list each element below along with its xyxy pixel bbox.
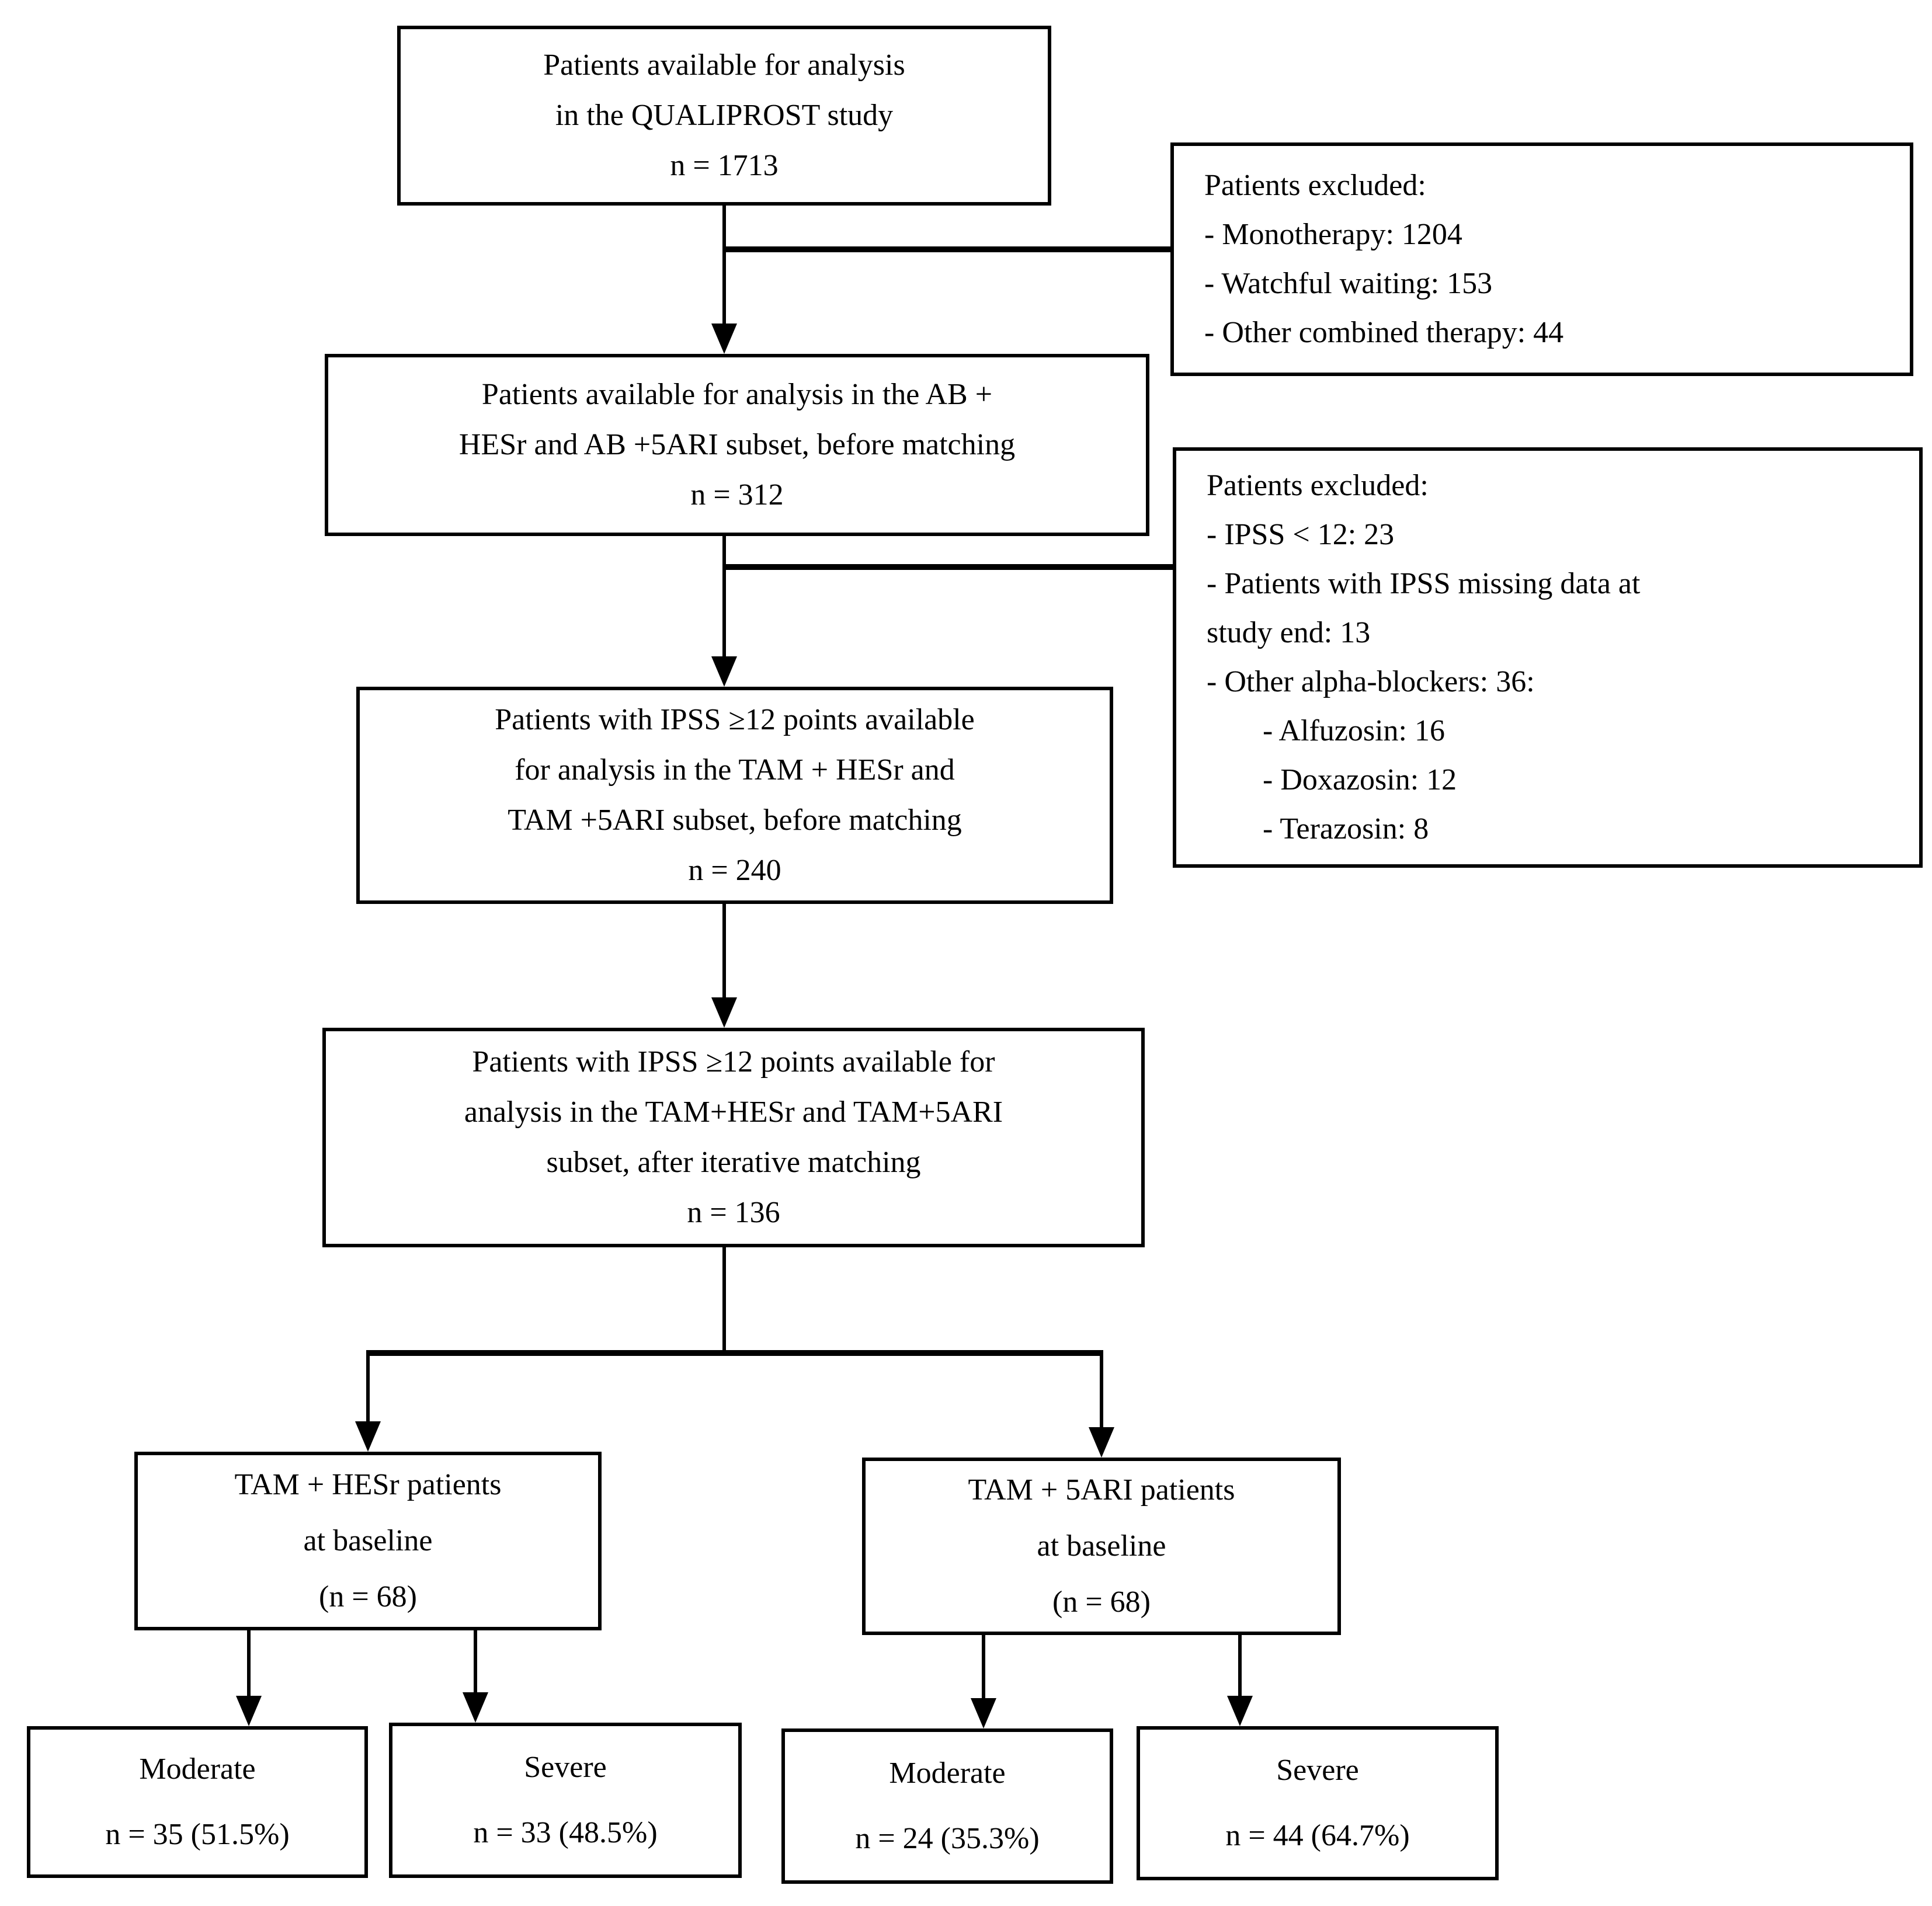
box-tam-5ari-baseline: TAM + 5ARI patients at baseline (n = 68) <box>862 1458 1341 1635</box>
text-line: Moderate <box>139 1752 256 1786</box>
text-line: TAM + HESr patients <box>234 1468 502 1501</box>
arrowhead-icon <box>711 324 737 354</box>
text-line: Patients excluded: <box>1204 169 1426 202</box>
connector-line <box>247 1630 251 1696</box>
connector-line <box>1100 1350 1103 1430</box>
box-tam-hesr-baseline: TAM + HESr patients at baseline (n = 68) <box>134 1452 602 1630</box>
text-line: TAM + 5ARI patients <box>968 1473 1235 1507</box>
text-line: Patients with IPSS ≥12 points available … <box>472 1045 995 1079</box>
text-line: subset, after iterative matching <box>546 1146 921 1179</box>
text-line: HESr and AB +5ARI subset, before matchin… <box>458 428 1016 461</box>
text-line: Patients with IPSS ≥12 points available <box>495 703 975 736</box>
arrowhead-icon <box>236 1696 262 1726</box>
connector-line <box>722 904 726 997</box>
text-line: n = 312 <box>690 478 784 512</box>
text-line: (n = 68) <box>319 1580 417 1613</box>
arrowhead-icon <box>971 1698 996 1728</box>
connector-elbow-to-exclusion-1 <box>724 246 1170 252</box>
box-qualiprost-total: Patients available for analysis in the Q… <box>397 26 1051 206</box>
box-hesr-moderate: Moderate n = 35 (51.5%) <box>27 1726 368 1878</box>
connector-elbow-to-exclusion-2 <box>724 564 1173 570</box>
text-line: Severe <box>524 1751 607 1784</box>
connector-line <box>474 1630 477 1692</box>
text-line: n = 240 <box>688 854 781 887</box>
box-tam-subset-before-matching: Patients with IPSS ≥12 points available … <box>356 687 1113 904</box>
connector-line <box>366 1350 370 1424</box>
arrowhead-icon <box>711 656 737 687</box>
text-line: at baseline <box>1037 1529 1166 1563</box>
text-line: - Other alpha-blockers: 36: <box>1207 665 1535 698</box>
text-line: n = 44 (64.7%) <box>1225 1819 1410 1852</box>
arrowhead-icon <box>355 1421 381 1452</box>
connector-line <box>1238 1635 1242 1696</box>
text-line: (n = 68) <box>1052 1585 1151 1619</box>
text-line: - Watchful waiting: 153 <box>1204 267 1493 300</box>
box-5ari-moderate: Moderate n = 24 (35.3%) <box>781 1728 1113 1884</box>
text-line: study end: 13 <box>1207 616 1371 649</box>
text-line: - Terazosin: 8 <box>1263 812 1429 846</box>
text-line: Patients available for analysis <box>543 48 905 82</box>
text-line: - Doxazosin: 12 <box>1263 763 1457 797</box>
box-excluded-ipss: Patients excluded: - IPSS < 12: 23 - Pat… <box>1173 447 1923 868</box>
text-line: Patients excluded: <box>1207 469 1429 502</box>
text-line: Patients available for analysis in the A… <box>481 378 993 411</box>
box-ab-subset-before-matching: Patients available for analysis in the A… <box>325 354 1149 536</box>
text-line: n = 33 (48.5%) <box>473 1816 658 1849</box>
arrowhead-icon <box>711 997 737 1028</box>
text-line: at baseline <box>303 1524 433 1557</box>
text-line: n = 1713 <box>670 149 779 182</box>
text-line: - Patients with IPSS missing data at <box>1207 567 1641 600</box>
text-line: in the QUALIPROST study <box>555 99 894 132</box>
text-line: - Alfuzosin: 16 <box>1263 714 1445 747</box>
box-excluded-monotherapy: Patients excluded: - Monotherapy: 1204 -… <box>1170 142 1913 376</box>
arrowhead-icon <box>1227 1696 1253 1726</box>
text-line: - Other combined therapy: 44 <box>1204 316 1564 349</box>
connector-branch <box>366 1350 1103 1356</box>
text-line: analysis in the TAM+HESr and TAM+5ARI <box>464 1095 1003 1129</box>
box-tam-subset-after-matching: Patients with IPSS ≥12 points available … <box>322 1028 1145 1247</box>
text-line: Moderate <box>889 1757 1006 1790</box>
text-line: TAM +5ARI subset, before matching <box>508 804 962 837</box>
arrowhead-icon <box>1089 1427 1114 1458</box>
connector-line <box>722 1247 726 1352</box>
text-line: - IPSS < 12: 23 <box>1207 518 1395 551</box>
connector-line <box>722 206 726 326</box>
box-hesr-severe: Severe n = 33 (48.5%) <box>389 1723 742 1878</box>
text-line: for analysis in the TAM + HESr and <box>515 753 955 787</box>
arrowhead-icon <box>463 1692 488 1723</box>
text-line: n = 24 (35.3%) <box>855 1822 1040 1855</box>
text-line: n = 136 <box>687 1196 780 1229</box>
box-5ari-severe: Severe n = 44 (64.7%) <box>1137 1726 1499 1880</box>
text-line: n = 35 (51.5%) <box>105 1818 290 1851</box>
text-line: Severe <box>1276 1754 1359 1787</box>
text-line: - Monotherapy: 1204 <box>1204 218 1462 251</box>
connector-line <box>982 1635 985 1698</box>
connector-line <box>722 536 726 656</box>
